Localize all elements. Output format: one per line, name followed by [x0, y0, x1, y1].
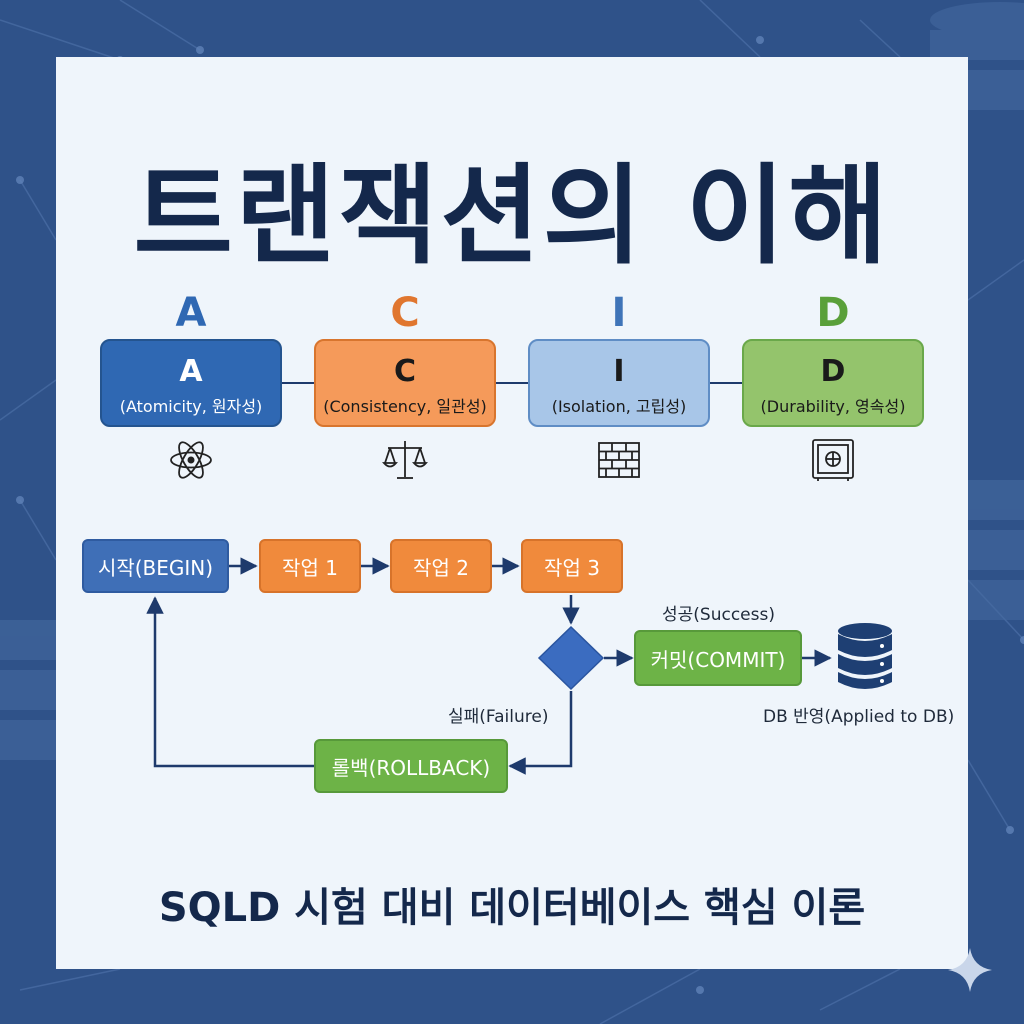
acid-box-description: (Durability, 영속성) — [760, 397, 906, 416]
page-title: 트랜잭션의 이해 — [133, 154, 891, 279]
safe-icon — [812, 439, 854, 481]
content-card: 트랜잭션의 이해 A C I D A — [56, 57, 968, 969]
task-3-box: 작업 3 — [521, 539, 623, 593]
acid-box-label: D — [820, 354, 846, 389]
commit-label: 커밋(COMMIT) — [650, 648, 786, 672]
commit-box: 커밋(COMMIT) — [634, 630, 802, 686]
acid-letter-a: A — [175, 290, 207, 336]
flow-arrows — [146, 557, 832, 775]
acid-box-label: C — [393, 354, 417, 389]
brick-wall-icon — [598, 442, 640, 478]
acid-box-description: (Isolation, 고립성) — [551, 397, 687, 416]
atom-icon — [170, 441, 212, 479]
acid-box-label: A — [179, 354, 203, 389]
success-label: 성공(Success) — [662, 605, 775, 625]
acid-box-description: (Consistency, 일관성) — [323, 397, 487, 416]
acid-box-label: I — [613, 354, 625, 389]
acid-letter-d: D — [816, 290, 850, 336]
task-1-box: 작업 1 — [259, 539, 361, 593]
footer-caption: SQLD 시험 대비 데이터베이스 핵심 이론 — [158, 885, 866, 931]
task-2-box: 작업 2 — [390, 539, 492, 593]
rollback-label: 롤백(ROLLBACK) — [331, 756, 491, 780]
acid-letter-c: C — [390, 290, 420, 336]
begin-box: 시작(BEGIN) — [82, 539, 229, 593]
task-3-label: 작업 3 — [544, 556, 600, 580]
database-icon — [838, 623, 892, 689]
task-1-label: 작업 1 — [282, 556, 338, 580]
begin-label: 시작(BEGIN) — [97, 556, 214, 580]
acid-box-durability: D (Durability, 영속성) — [742, 339, 924, 427]
acid-box-isolation: I (Isolation, 고립성) — [528, 339, 710, 427]
decision-diamond — [537, 625, 605, 691]
scales-icon — [382, 441, 428, 479]
acid-box-atomicity: A (Atomicity, 원자성) — [100, 339, 282, 427]
acid-letter-i: I — [611, 290, 627, 336]
diagram-connectors — [146, 382, 832, 775]
acid-box-consistency: C (Consistency, 일관성) — [314, 339, 496, 427]
db-applied-label: DB 반영(Applied to DB) — [763, 707, 955, 727]
acid-box-description: (Atomicity, 원자성) — [119, 397, 263, 416]
task-2-label: 작업 2 — [413, 556, 469, 580]
sparkle-icon — [948, 948, 992, 992]
rollback-box: 롤백(ROLLBACK) — [314, 739, 508, 793]
failure-label: 실패(Failure) — [448, 707, 549, 727]
